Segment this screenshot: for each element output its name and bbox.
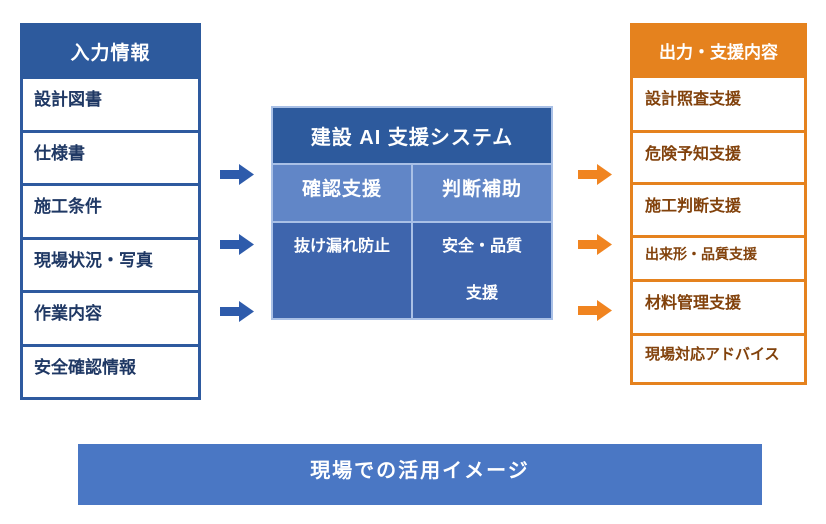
output-item-workmanship-quality-support: 出来形・品質支援 bbox=[630, 238, 807, 282]
system-confirm-body: 抜け漏れ防止 bbox=[273, 223, 411, 318]
output-item-construction-judgment-support: 施工判断支援 bbox=[630, 185, 807, 238]
output-item-site-response-advice: 現場対応アドバイス bbox=[630, 336, 807, 385]
system-judgment-body-line1: 安全・品質 bbox=[441, 238, 522, 255]
system-panel: 建設 AI 支援システム 確認支援 判断補助 抜け漏れ防止 安全・品質 支援 bbox=[271, 106, 553, 320]
input-item-design-documents: 設計図書 bbox=[20, 79, 201, 133]
system-subheader-row: 確認支援 判断補助 bbox=[273, 163, 551, 221]
system-judgment-body: 安全・品質 支援 bbox=[411, 223, 551, 318]
system-to-output-arrow-icon bbox=[578, 234, 612, 255]
system-to-output-arrow-icon bbox=[578, 300, 612, 321]
input-item-safety-confirmation-info: 安全確認情報 bbox=[20, 346, 201, 400]
system-judgment-heading: 判断補助 bbox=[411, 165, 551, 221]
input-panel: 入力情報 設計図書 仕様書 施工条件 現場状況・写真 作業内容 安全確認情報 bbox=[20, 23, 201, 400]
input-to-system-arrow-icon bbox=[220, 164, 254, 185]
system-judgment-body-line2: 支援 bbox=[465, 285, 498, 302]
output-item-design-review-support: 設計照査支援 bbox=[630, 78, 807, 133]
system-confirm-heading: 確認支援 bbox=[273, 165, 411, 221]
output-item-material-management-support: 材料管理支援 bbox=[630, 282, 807, 336]
system-to-output-arrow-icon bbox=[578, 164, 612, 185]
system-body-row: 抜け漏れ防止 安全・品質 支援 bbox=[273, 221, 551, 318]
input-item-work-content: 作業内容 bbox=[20, 293, 201, 347]
usage-image-banner: 現場での活用イメージ bbox=[78, 444, 762, 505]
system-panel-title: 建設 AI 支援システム bbox=[273, 108, 551, 163]
output-panel: 出力・支援内容 設計照査支援 危険予知支援 施工判断支援 出来形・品質支援 材料… bbox=[630, 23, 807, 385]
input-to-system-arrow-icon bbox=[220, 234, 254, 255]
input-panel-title: 入力情報 bbox=[20, 23, 201, 79]
output-item-hazard-prediction-support: 危険予知支援 bbox=[630, 133, 807, 185]
input-item-construction-conditions: 施工条件 bbox=[20, 186, 201, 240]
input-item-site-conditions-photos: 現場状況・写真 bbox=[20, 239, 201, 293]
output-panel-title: 出力・支援内容 bbox=[630, 23, 807, 78]
input-item-specifications: 仕様書 bbox=[20, 132, 201, 186]
input-to-system-arrow-icon bbox=[220, 301, 254, 322]
